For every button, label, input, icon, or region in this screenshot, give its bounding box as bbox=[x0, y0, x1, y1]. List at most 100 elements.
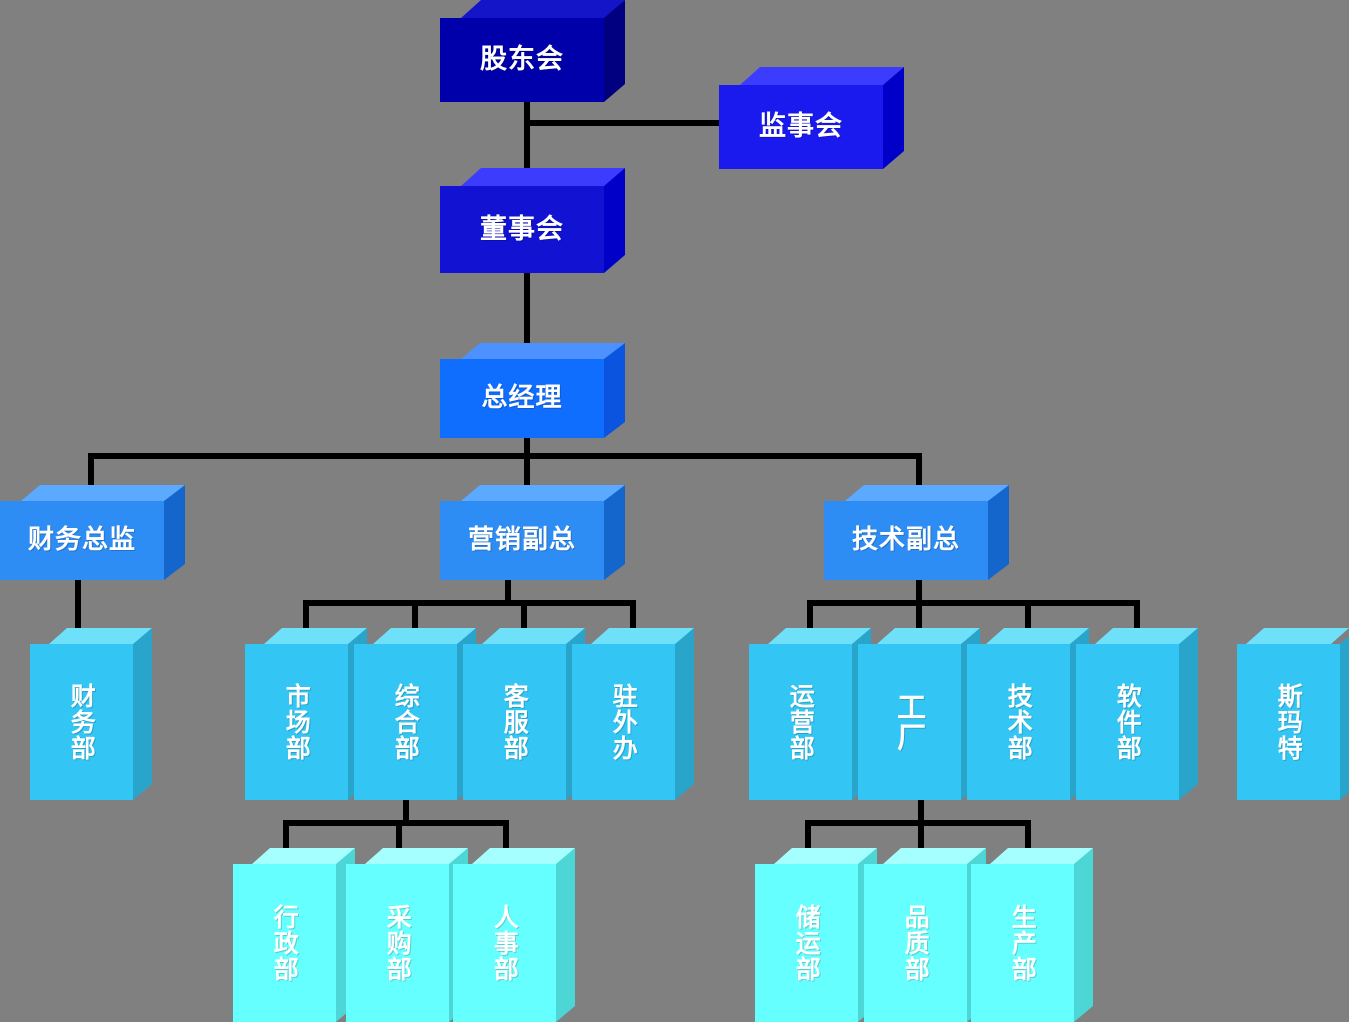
cfo-side-face bbox=[164, 485, 185, 580]
supervisors-label: 监事会 bbox=[719, 85, 883, 169]
admin-dept-label: 行政部 bbox=[233, 864, 336, 1022]
connector-vp-technology-bus bbox=[807, 600, 1140, 606]
connector-shareholders-stem bbox=[524, 100, 530, 178]
finance-dept-side-face bbox=[133, 628, 152, 800]
purchasing-dept-label: 采购部 bbox=[346, 864, 449, 1022]
connector-drop-customer-service-dept bbox=[521, 600, 527, 633]
operations-dept-top-face bbox=[768, 628, 871, 644]
connector-drop-warehouse-dept bbox=[805, 820, 811, 850]
software-dept-top-face bbox=[1095, 628, 1198, 644]
board-top-face bbox=[461, 168, 625, 186]
node-factory[interactable]: 工厂 bbox=[858, 628, 980, 800]
factory-label: 工厂 bbox=[858, 644, 961, 800]
vp-technology-top-face bbox=[845, 485, 1009, 501]
supervisors-side-face bbox=[883, 67, 904, 169]
cfo-top-face bbox=[21, 485, 185, 501]
factory-top-face bbox=[877, 628, 980, 644]
connector-gm-stem bbox=[524, 436, 530, 488]
node-finance-dept[interactable]: 财务部 bbox=[30, 628, 152, 800]
connector-drop-technology-dept bbox=[1025, 600, 1031, 633]
connector-drop-vp-technology bbox=[916, 453, 922, 488]
shareholders-top-face bbox=[461, 0, 625, 18]
connector-vp-marketing-stem bbox=[505, 578, 511, 606]
node-software-dept[interactable]: 软件部 bbox=[1076, 628, 1198, 800]
production-dept-top-face bbox=[990, 848, 1093, 864]
connector-drop-general-affairs-dept bbox=[412, 600, 418, 633]
finance-dept-label: 财务部 bbox=[30, 644, 133, 800]
connector-drop-purchasing-dept bbox=[396, 820, 402, 850]
connector-drop-factory bbox=[916, 600, 922, 633]
node-warehouse-logistics-dept[interactable]: 储运部 bbox=[755, 848, 877, 1022]
shareholders-side-face bbox=[604, 0, 625, 102]
gm-side-face bbox=[604, 343, 625, 438]
smart-label: 斯玛特 bbox=[1237, 644, 1340, 800]
vp-marketing-side-face bbox=[604, 485, 625, 580]
customer-service-dept-label: 客服部 bbox=[463, 644, 566, 800]
vp-technology-side-face bbox=[988, 485, 1009, 580]
node-general-manager[interactable]: 总经理 bbox=[440, 343, 625, 438]
connector-drop-cfo bbox=[88, 453, 94, 488]
quality-dept-top-face bbox=[883, 848, 986, 864]
node-technology-dept[interactable]: 技术部 bbox=[967, 628, 1089, 800]
connector-cfo-to-finance bbox=[75, 578, 81, 632]
connector-shareholders-to-supervisors bbox=[524, 120, 724, 126]
software-dept-label: 软件部 bbox=[1076, 644, 1179, 800]
node-general-affairs-dept[interactable]: 综合部 bbox=[354, 628, 476, 800]
hr-dept-top-face bbox=[472, 848, 575, 864]
node-board[interactable]: 董事会 bbox=[440, 168, 625, 273]
connector-drop-quality-dept bbox=[918, 820, 924, 850]
smart-side-face bbox=[1340, 636, 1349, 800]
gm-top-face bbox=[461, 343, 625, 359]
connector-drop-admin-dept bbox=[283, 820, 289, 850]
shareholders-label: 股东会 bbox=[440, 18, 604, 102]
node-hr-dept[interactable]: 人事部 bbox=[453, 848, 575, 1022]
finance-dept-top-face bbox=[49, 628, 152, 644]
purchasing-dept-top-face bbox=[365, 848, 468, 864]
node-admin-dept[interactable]: 行政部 bbox=[233, 848, 355, 1022]
warehouse-dept-top-face bbox=[774, 848, 877, 864]
operations-dept-label: 运营部 bbox=[749, 644, 852, 800]
node-operations-dept[interactable]: 运营部 bbox=[749, 628, 871, 800]
connector-general-affairs-stem bbox=[403, 800, 409, 824]
node-vp-marketing[interactable]: 营销副总 bbox=[440, 485, 625, 580]
connector-vp-technology-stem bbox=[916, 578, 922, 606]
admin-dept-top-face bbox=[252, 848, 355, 864]
hr-dept-label: 人事部 bbox=[453, 864, 556, 1022]
production-dept-side-face bbox=[1074, 848, 1093, 1022]
node-purchasing-dept[interactable]: 采购部 bbox=[346, 848, 468, 1022]
vp-marketing-label: 营销副总 bbox=[440, 501, 604, 580]
node-vp-technology[interactable]: 技术副总 bbox=[824, 485, 1009, 580]
board-label: 董事会 bbox=[440, 186, 604, 273]
connector-gm-bus bbox=[88, 453, 922, 459]
connector-vp-marketing-bus bbox=[303, 600, 636, 606]
connector-drop-software-dept bbox=[1134, 600, 1140, 633]
connector-board-to-gm bbox=[524, 272, 530, 348]
node-quality-dept[interactable]: 品质部 bbox=[864, 848, 986, 1022]
node-cfo[interactable]: 财务总监 bbox=[0, 485, 185, 580]
cfo-label: 财务总监 bbox=[0, 501, 164, 580]
node-overseas-office[interactable]: 驻外办 bbox=[572, 628, 694, 800]
warehouse-dept-label: 储运部 bbox=[755, 864, 858, 1022]
connector-factory-stem bbox=[918, 800, 924, 824]
hr-dept-side-face bbox=[556, 848, 575, 1022]
node-production-dept[interactable]: 生产部 bbox=[971, 848, 1093, 1022]
technology-dept-label: 技术部 bbox=[967, 644, 1070, 800]
node-customer-service-dept[interactable]: 客服部 bbox=[463, 628, 585, 800]
software-dept-side-face bbox=[1179, 628, 1198, 800]
overseas-office-label: 驻外办 bbox=[572, 644, 675, 800]
general-affairs-dept-label: 综合部 bbox=[354, 644, 457, 800]
production-dept-label: 生产部 bbox=[971, 864, 1074, 1022]
node-smart[interactable]: 斯玛特 bbox=[1237, 628, 1349, 800]
node-supervisors[interactable]: 监事会 bbox=[719, 67, 904, 169]
board-side-face bbox=[604, 168, 625, 273]
node-shareholders[interactable]: 股东会 bbox=[440, 0, 625, 102]
customer-service-dept-top-face bbox=[482, 628, 585, 644]
general-affairs-dept-top-face bbox=[373, 628, 476, 644]
connector-drop-overseas-office bbox=[630, 600, 636, 633]
node-market-dept[interactable]: 市场部 bbox=[245, 628, 367, 800]
vp-technology-label: 技术副总 bbox=[824, 501, 988, 580]
gm-label: 总经理 bbox=[440, 359, 604, 438]
overseas-office-side-face bbox=[675, 628, 694, 800]
connector-drop-production-dept bbox=[1025, 820, 1031, 850]
